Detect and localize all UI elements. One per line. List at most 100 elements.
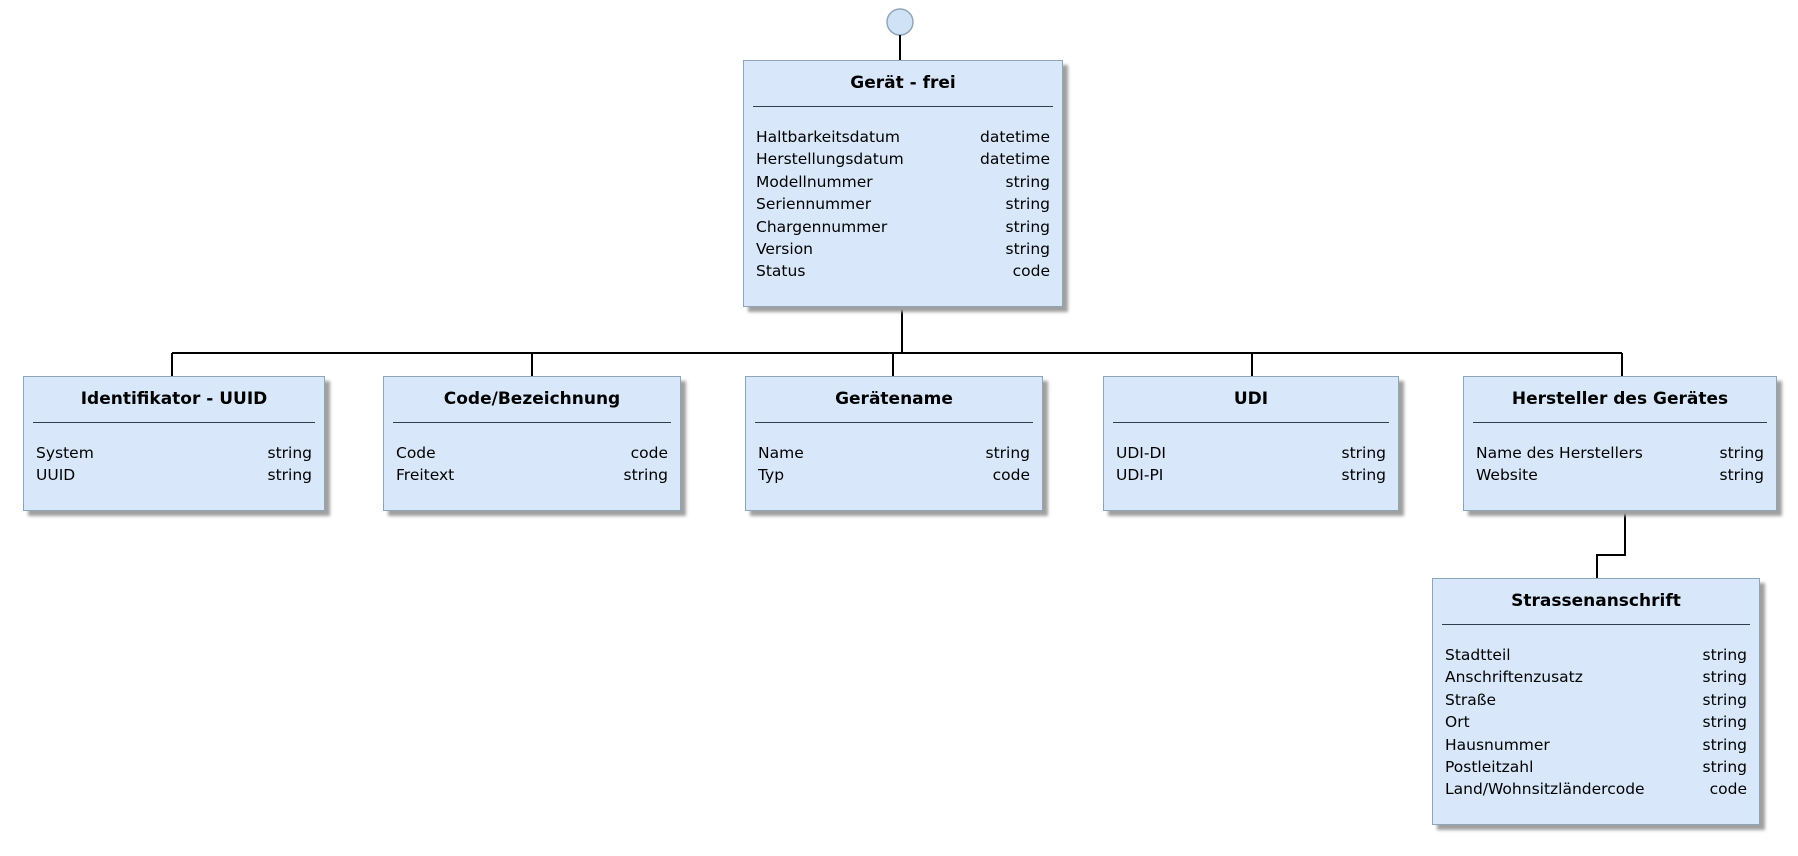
field-name: Herstellungsdatum: [756, 150, 904, 169]
title-separator: [1442, 624, 1750, 625]
field-name: Stadtteil: [1445, 646, 1511, 664]
field-row: Postleitzahl string: [1445, 756, 1747, 778]
field-type: code: [992, 466, 1030, 485]
field-row: UDI-PI string: [1116, 464, 1386, 486]
field-name: Freitext: [396, 466, 455, 485]
entity-title: UDI: [1233, 389, 1269, 409]
field-row: Ort string: [1445, 711, 1747, 733]
title-separator: [1473, 422, 1767, 423]
field-list: UDI-DI string UDI-PI string: [1104, 423, 1398, 487]
field-row: Website string: [1476, 464, 1764, 486]
field-type: code: [1709, 780, 1747, 799]
field-row: Typ code: [758, 464, 1030, 486]
field-name: Ort: [1445, 713, 1470, 732]
field-row: Land/Wohnsitzländercode code: [1445, 778, 1747, 800]
field-type: string: [985, 444, 1031, 462]
field-name: UUID: [36, 466, 76, 485]
field-type: string: [1702, 713, 1748, 732]
field-row: Code code: [396, 442, 668, 464]
field-list: Name des Herstellers string Website stri…: [1464, 423, 1776, 487]
field-name: Name: [758, 444, 804, 462]
field-row: Version string: [756, 238, 1050, 260]
field-list: Code code Freitext string: [384, 423, 680, 487]
field-list: Stadtteil string Anschriftenzusatz strin…: [1433, 625, 1759, 801]
entity-title: Hersteller des Gerätes: [1511, 389, 1729, 409]
field-name: Straße: [1445, 690, 1497, 709]
field-name: Postleitzahl: [1445, 758, 1534, 777]
field-name: Hausnummer: [1445, 735, 1550, 754]
title-separator: [33, 422, 315, 423]
field-type: string: [1702, 735, 1748, 754]
field-type: string: [623, 466, 669, 485]
field-name: Seriennummer: [756, 195, 872, 214]
field-row: Modellnummer string: [756, 171, 1050, 193]
title-separator: [755, 422, 1033, 423]
title-separator: [1113, 422, 1389, 423]
field-name: Haltbarkeitsdatum: [756, 128, 901, 146]
field-type: string: [267, 444, 313, 462]
entity-code-bezeichnung[interactable]: Code/Bezeichnung Code code Freitext stri…: [383, 376, 681, 511]
field-row: System string: [36, 442, 312, 464]
field-name: UDI-PI: [1116, 466, 1164, 485]
field-row: UDI-DI string: [1116, 442, 1386, 464]
field-name: Land/Wohnsitzländercode: [1445, 780, 1645, 799]
field-name: System: [36, 444, 94, 462]
field-type: code: [630, 444, 668, 462]
field-type: datetime: [980, 150, 1050, 169]
field-type: string: [1702, 758, 1748, 777]
field-name: Modellnummer: [756, 172, 873, 191]
field-type: string: [1005, 217, 1051, 236]
field-row: Haltbarkeitsdatum datetime: [756, 126, 1050, 148]
entity-title: Gerätename: [835, 389, 953, 409]
field-name: Website: [1476, 466, 1538, 485]
field-name: Name des Herstellers: [1476, 444, 1643, 462]
field-name: Version: [756, 240, 813, 259]
title-separator: [393, 422, 671, 423]
field-row: Hausnummer string: [1445, 734, 1747, 756]
field-row: Status code: [756, 260, 1050, 282]
field-list: Haltbarkeitsdatum datetime Herstellungsd…: [744, 107, 1062, 283]
entity-hersteller-des-geraetes[interactable]: Hersteller des Gerätes Name des Herstell…: [1463, 376, 1777, 511]
entity-geraetename[interactable]: Gerätename Name string Typ code: [745, 376, 1043, 511]
field-name: Chargennummer: [756, 217, 888, 236]
entity-title: Strassenanschrift: [1511, 591, 1681, 611]
entity-strassenanschrift[interactable]: Strassenanschrift Stadtteil string Ansch…: [1432, 578, 1760, 825]
field-row: Herstellungsdatum datetime: [756, 148, 1050, 170]
field-type: string: [1005, 195, 1051, 214]
field-type: string: [1702, 646, 1748, 664]
field-row: Seriennummer string: [756, 193, 1050, 215]
field-name: Typ: [758, 466, 785, 485]
field-type: datetime: [980, 128, 1050, 146]
entity-title: Code/Bezeichnung: [443, 389, 621, 409]
field-type: string: [1719, 466, 1765, 485]
field-row: Chargennummer string: [756, 216, 1050, 238]
field-type: string: [1702, 668, 1748, 687]
field-list: System string UUID string: [24, 423, 324, 487]
entity-title: Gerät - frei: [850, 73, 956, 93]
entity-identifikator-uuid[interactable]: Identifikator - UUID System string UUID …: [23, 376, 325, 511]
field-type: string: [1719, 444, 1765, 462]
entity-geraet-frei[interactable]: Gerät - frei Haltbarkeitsdatum datetime …: [743, 60, 1063, 307]
field-name: Code: [396, 444, 436, 462]
field-type: string: [1341, 466, 1387, 485]
field-type: string: [1702, 690, 1748, 709]
field-row: Straße string: [1445, 689, 1747, 711]
field-type: code: [1012, 262, 1050, 281]
field-row: Freitext string: [396, 464, 668, 486]
field-type: string: [1341, 444, 1387, 462]
title-separator: [753, 106, 1053, 107]
field-row: Name string: [758, 442, 1030, 464]
field-name: Anschriftenzusatz: [1445, 668, 1583, 687]
entity-udi[interactable]: UDI UDI-DI string UDI-PI string: [1103, 376, 1399, 511]
field-row: UUID string: [36, 464, 312, 486]
field-row: Anschriftenzusatz string: [1445, 666, 1747, 688]
field-type: string: [1005, 172, 1051, 191]
connector-hersteller-to-strassenanschrift: [1596, 511, 1626, 578]
root-anchor-circle-icon: [886, 8, 914, 36]
field-row: Stadtteil string: [1445, 644, 1747, 666]
field-type: string: [267, 466, 313, 485]
field-name: UDI-DI: [1116, 444, 1166, 462]
field-list: Name string Typ code: [746, 423, 1042, 487]
field-row: Name des Herstellers string: [1476, 442, 1764, 464]
